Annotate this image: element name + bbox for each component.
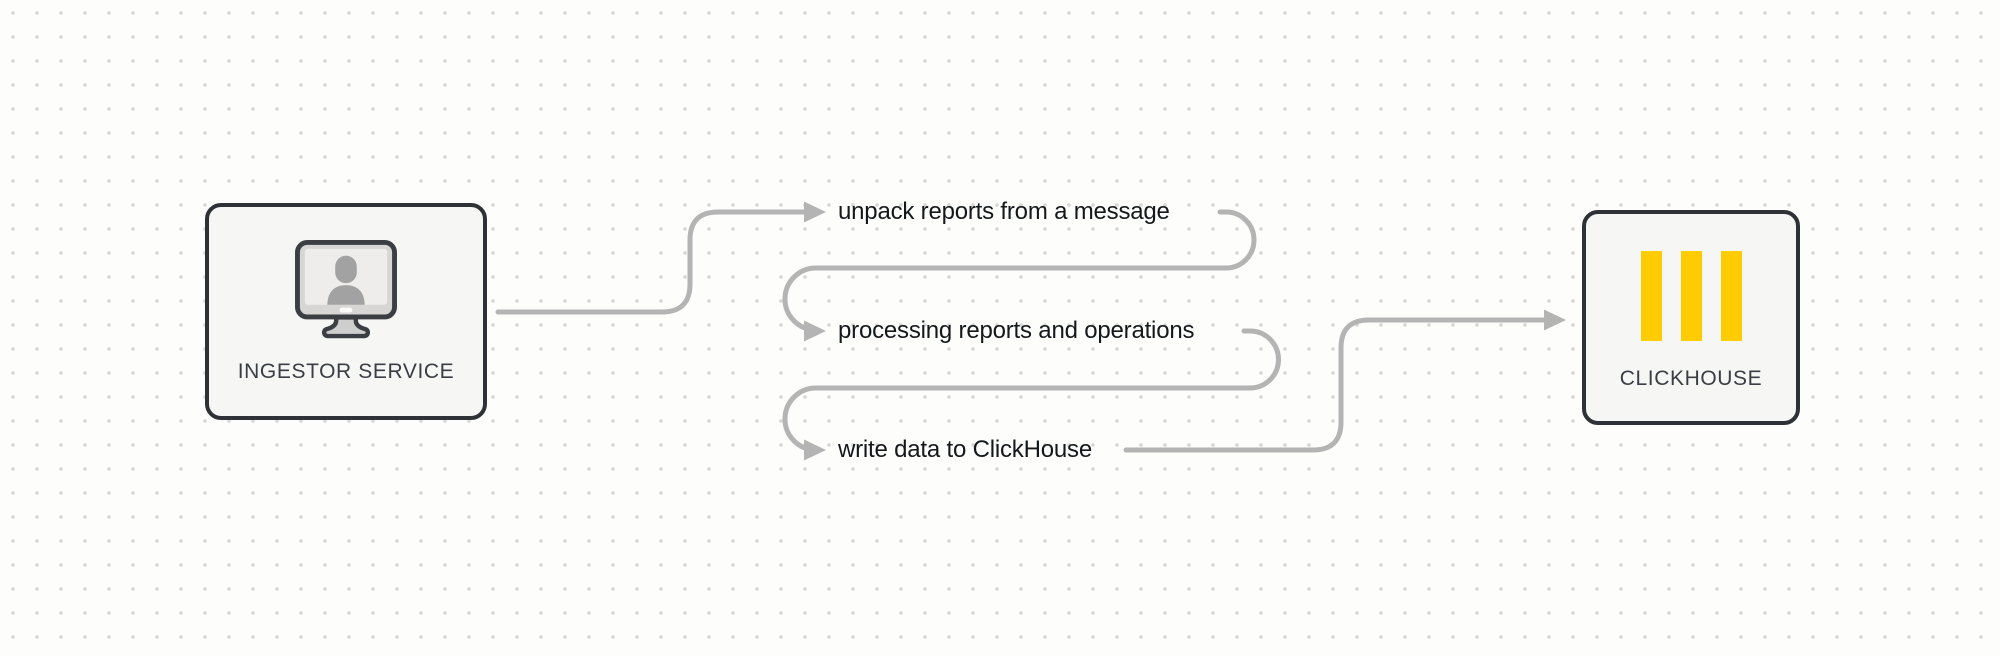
step-label-write-data: write data to ClickHouse [838, 436, 1092, 463]
step-label-processing-reports: processing reports and operations [838, 317, 1195, 344]
clickhouse-logo-bar [1680, 250, 1702, 341]
monitor-user-icon [295, 239, 397, 338]
arrowhead-step1-icon [804, 201, 826, 223]
connector-ingestor-to-step1 [495, 209, 809, 315]
node-clickhouse: CLICKHOUSE [1582, 210, 1800, 425]
connector-step2-to-step3 [782, 328, 1281, 453]
connector-step1-to-step2 [782, 209, 1257, 333]
connector-step3-to-clickhouse [1123, 317, 1549, 453]
arrowhead-step3-icon [804, 439, 826, 461]
clickhouse-label: CLICKHOUSE [1619, 366, 1763, 390]
arrowhead-step2-icon [804, 320, 826, 342]
arrowhead-clickhouse-icon [1544, 309, 1566, 331]
clickhouse-logo-bar [1640, 250, 1662, 341]
step-label-unpack-reports: unpack reports from a message [838, 198, 1170, 225]
clickhouse-logo-icon [1640, 250, 1742, 341]
ingestor-service-label: INGESTOR SERVICE [237, 359, 455, 383]
node-ingestor-service: INGESTOR SERVICE [205, 203, 487, 420]
clickhouse-logo-bar [1720, 250, 1742, 341]
